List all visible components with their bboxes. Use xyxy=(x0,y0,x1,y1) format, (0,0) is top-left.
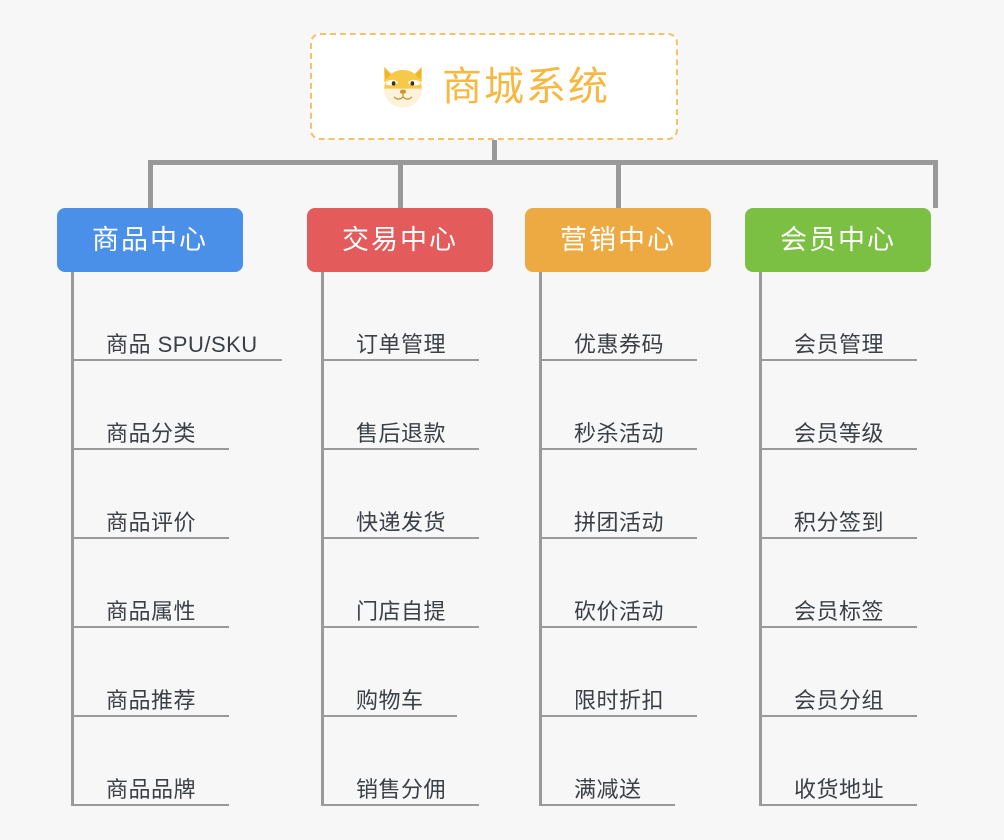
child-item[interactable]: 商品 SPU/SKU xyxy=(74,272,282,361)
child-item[interactable]: 满减送 xyxy=(542,717,675,806)
category-box-1[interactable]: 商品中心 xyxy=(57,208,243,272)
connector-drop-4 xyxy=(933,160,938,208)
child-item[interactable]: 购物车 xyxy=(324,628,457,717)
child-item-label: 拼团活动 xyxy=(574,509,665,535)
child-item[interactable]: 快递发货 xyxy=(324,450,479,539)
category-box-3[interactable]: 营销中心 xyxy=(525,208,711,272)
shiba-dog-icon xyxy=(384,66,422,107)
child-item-label: 满减送 xyxy=(574,776,642,802)
branch-column-4: 会员中心 会员管理 会员等级 积分签到 会员标签 会员分组 收货地址 xyxy=(745,208,931,806)
child-item[interactable]: 售后退款 xyxy=(324,361,479,450)
child-item-label: 积分签到 xyxy=(794,509,885,535)
connector-drop-2 xyxy=(398,160,403,208)
child-item[interactable]: 商品品牌 xyxy=(74,717,229,806)
child-item-label: 商品推荐 xyxy=(106,687,197,713)
children-list-3: 优惠券码 秒杀活动 拼团活动 砍价活动 限时折扣 满减送 xyxy=(539,272,711,806)
child-item[interactable]: 积分签到 xyxy=(762,450,917,539)
root-node-content: 商城系统 xyxy=(378,62,610,112)
child-item[interactable]: 商品属性 xyxy=(74,539,229,628)
connector-root-stem xyxy=(492,140,497,164)
child-item[interactable]: 会员管理 xyxy=(762,272,917,361)
branch-column-3: 营销中心 优惠券码 秒杀活动 拼团活动 砍价活动 限时折扣 满减送 xyxy=(525,208,711,806)
child-item-label: 会员分组 xyxy=(794,687,885,713)
child-item-label: 商品评价 xyxy=(106,509,197,535)
child-item-label: 售后退款 xyxy=(356,420,447,446)
child-item[interactable]: 秒杀活动 xyxy=(542,361,697,450)
connector-drop-1 xyxy=(148,160,153,208)
branch-column-1: 商品中心 商品 SPU/SKU 商品分类 商品评价 商品属性 商品推荐 商品品牌 xyxy=(57,208,282,806)
child-item-label: 会员标签 xyxy=(794,598,885,624)
child-item[interactable]: 限时折扣 xyxy=(542,628,697,717)
root-node[interactable]: 商城系统 xyxy=(310,33,678,140)
category-label-2: 交易中心 xyxy=(342,224,458,255)
child-item-label: 购物车 xyxy=(356,687,424,713)
child-item-label: 收货地址 xyxy=(794,776,885,802)
child-item[interactable]: 商品推荐 xyxy=(74,628,229,717)
child-item[interactable]: 商品评价 xyxy=(74,450,229,539)
child-item-label: 销售分佣 xyxy=(356,776,447,802)
child-item[interactable]: 会员等级 xyxy=(762,361,917,450)
child-item[interactable]: 会员标签 xyxy=(762,539,917,628)
child-item[interactable]: 砍价活动 xyxy=(542,539,697,628)
category-label-3: 营销中心 xyxy=(560,224,676,255)
child-item-label: 快递发货 xyxy=(356,509,447,535)
children-list-4: 会员管理 会员等级 积分签到 会员标签 会员分组 收货地址 xyxy=(759,272,931,806)
category-label-1: 商品中心 xyxy=(92,224,208,255)
child-item-label: 优惠券码 xyxy=(574,331,665,357)
child-item-label: 订单管理 xyxy=(356,331,447,357)
child-item-label: 商品品牌 xyxy=(106,776,197,802)
child-item-label: 商品分类 xyxy=(106,420,197,446)
child-item[interactable]: 会员分组 xyxy=(762,628,917,717)
root-title: 商城系统 xyxy=(442,64,610,109)
category-box-4[interactable]: 会员中心 xyxy=(745,208,931,272)
child-item-label: 砍价活动 xyxy=(574,598,665,624)
child-item-label: 商品属性 xyxy=(106,598,197,624)
child-item-label: 会员管理 xyxy=(794,331,885,357)
child-item[interactable]: 拼团活动 xyxy=(542,450,697,539)
child-item[interactable]: 订单管理 xyxy=(324,272,479,361)
child-item[interactable]: 门店自提 xyxy=(324,539,479,628)
branch-column-2: 交易中心 订单管理 售后退款 快递发货 门店自提 购物车 销售分佣 xyxy=(307,208,493,806)
child-item[interactable]: 优惠券码 xyxy=(542,272,697,361)
connector-drop-3 xyxy=(616,160,621,208)
child-item[interactable]: 销售分佣 xyxy=(324,717,479,806)
child-item-label: 门店自提 xyxy=(356,598,447,624)
child-item-label: 限时折扣 xyxy=(574,687,665,713)
category-label-4: 会员中心 xyxy=(780,224,896,255)
connector-horizontal-bar xyxy=(148,160,938,165)
child-item-label: 秒杀活动 xyxy=(574,420,665,446)
child-item-label: 会员等级 xyxy=(794,420,885,446)
child-item-label: 商品 SPU/SKU xyxy=(106,331,258,357)
children-list-1: 商品 SPU/SKU 商品分类 商品评价 商品属性 商品推荐 商品品牌 xyxy=(71,272,282,806)
category-box-2[interactable]: 交易中心 xyxy=(307,208,493,272)
child-item[interactable]: 商品分类 xyxy=(74,361,229,450)
child-item[interactable]: 收货地址 xyxy=(762,717,917,806)
children-list-2: 订单管理 售后退款 快递发货 门店自提 购物车 销售分佣 xyxy=(321,272,493,806)
